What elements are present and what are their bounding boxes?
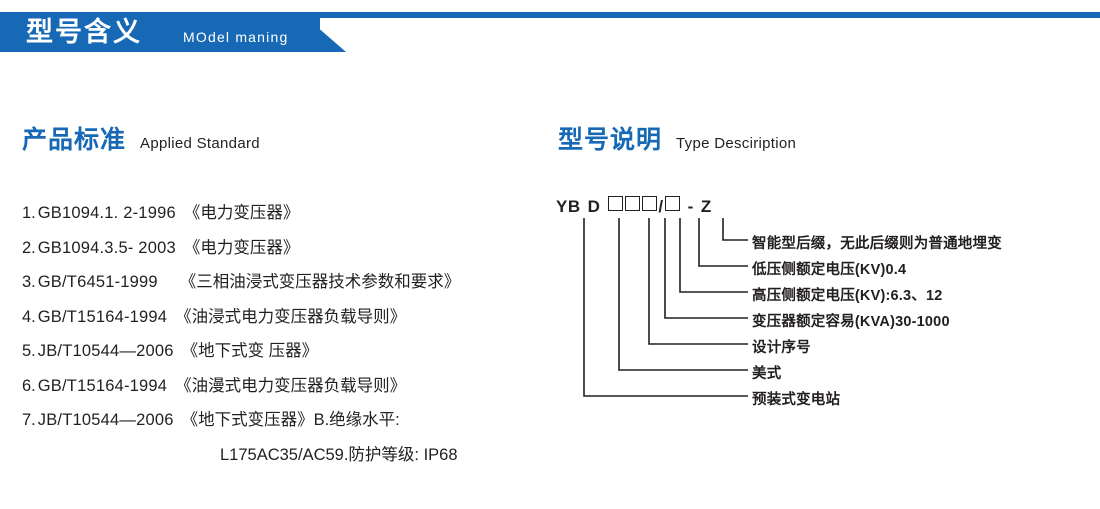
type-code-slash: / (658, 197, 664, 216)
list-item-code: GB1094.3.5- 2003 (37, 238, 176, 257)
list-item-code: GB1094.1. 2-1996 (37, 204, 176, 222)
list-item: 6.GB/T15164-1994 《油漫式电力变压器负载导则》 (22, 369, 542, 404)
list-item-name: 《电力变压器》 (183, 204, 300, 222)
type-code-description-7: 预装式变电站 (752, 392, 841, 408)
list-item-number: 4. (22, 307, 36, 326)
list-item-name: 《地下式变 压器》 (181, 342, 319, 360)
type-code-box-4 (664, 196, 680, 211)
applied-standard-heading-cn: 产品标准 (22, 126, 127, 154)
list-item-continuation: L175AC35/AC59.防护等级: IP68 (220, 445, 458, 464)
list-item-code: JB/T10544—2006 (37, 411, 174, 429)
type-description-heading: 型号说明 Type Desciription (558, 120, 796, 156)
type-code-dash: - (687, 197, 694, 216)
applied-standard-heading: 产品标准 Applied Standard (22, 120, 260, 156)
type-code-description-1: 智能型后缀，无此后缀则为普通地埋变 (752, 236, 1002, 252)
list-item-code: JB/T10544—2006 (37, 342, 174, 360)
type-code-box-2 (625, 196, 641, 211)
header-title-en: MOdel maning (183, 29, 289, 45)
header-accent-bar (0, 12, 1100, 18)
list-item-number: 5. (22, 342, 36, 360)
list-item-name: 《三相油浸式变压器技术参数和要求》 (179, 273, 461, 291)
type-code-description-6: 美式 (752, 366, 782, 382)
header-title-block (0, 12, 320, 52)
list-item-code: GB/T15164-1994 (37, 376, 168, 395)
list-item: 7.JB/T10544—2006 《地下式变压器》B.绝缘水平: (22, 403, 542, 438)
type-code-description-4: 变压器额定容易(KVA)30-1000 (752, 314, 950, 330)
list-item: 5.JB/T10544—2006 《地下式变 压器》 (22, 334, 542, 369)
list-item-name: 《地下式变压器》B.绝缘水平: (181, 411, 400, 429)
list-item-number: 7. (22, 411, 36, 429)
list-item-name: 《油浸式电力变压器负载导则》 (175, 307, 407, 326)
header-slant-shape (300, 12, 346, 52)
list-item-number: 1. (22, 204, 36, 222)
type-description-heading-cn: 型号说明 (558, 126, 663, 154)
type-description-heading-en: Type Desciription (676, 135, 797, 152)
type-code-string: YB D / -Z (556, 196, 712, 217)
list-item: 2.GB1094.3.5- 2003 《电力变压器》 (22, 231, 542, 266)
list-item-name: 《油漫式电力变压器负载导则》 (175, 376, 407, 395)
applied-standard-heading-en: Applied Standard (140, 135, 260, 152)
type-code-leader-lines (583, 218, 748, 397)
type-code-suffix: Z (700, 197, 712, 216)
type-code-prefix: YB (556, 197, 581, 216)
list-item: 3.GB/T6451-1999 《三相油浸式变压器技术参数和要求》 (22, 265, 542, 300)
list-item-number: 6. (22, 376, 36, 395)
list-item-code: GB/T15164-1994 (37, 307, 168, 326)
list-item-number: 2. (22, 238, 36, 257)
list-item: 1.GB1094.1. 2-1996 《电力变压器》 (22, 196, 542, 231)
applied-standard-list: 1.GB1094.1. 2-1996 《电力变压器》 2.GB1094.3.5- … (22, 196, 542, 472)
type-code-description-5: 设计序号 (752, 340, 811, 356)
type-code-box-1 (608, 196, 624, 211)
type-code-box-3 (642, 196, 658, 211)
page-header-banner: 型号含义 MOdel maning (0, 0, 1100, 62)
list-item-name: 《电力变压器》 (183, 238, 300, 257)
list-item-code: GB/T6451-1999 (37, 273, 158, 291)
header-title-cn: 型号含义 (26, 17, 142, 47)
type-code-description-2: 低压侧额定电压(KV)0.4 (752, 262, 907, 278)
type-code-description-3: 高压侧额定电压(KV):6.3、12 (752, 288, 943, 304)
list-item-number: 3. (22, 273, 36, 291)
type-code-second: D (587, 197, 601, 216)
list-item: 4.GB/T15164-1994 《油浸式电力变压器负载导则》 (22, 300, 542, 335)
